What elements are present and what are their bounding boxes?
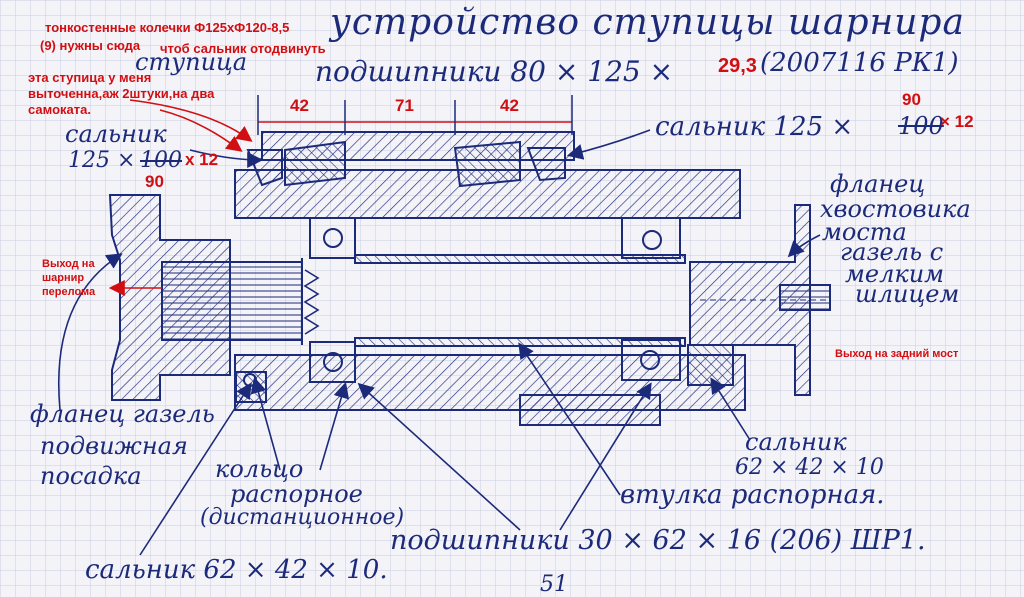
label-flange-gazel-2: подвижная xyxy=(40,432,188,460)
top-bearing-left xyxy=(284,140,346,187)
page-number: 51 xyxy=(540,572,568,597)
label-flange-gazel-3: посадка xyxy=(40,462,142,490)
label-ring-2: распорное xyxy=(230,480,363,508)
note-rings-2: (9) нужны сюда xyxy=(40,38,141,53)
left-bearing-top xyxy=(309,217,356,259)
label-seal-right: сальник 125 × xyxy=(655,112,854,142)
label-ring-1: кольцо xyxy=(215,455,304,483)
label-flange-tail-3: моста xyxy=(822,218,907,246)
label-flange-tail-4: газель с xyxy=(840,238,944,266)
drawing-title: устройство ступицы шарнира xyxy=(330,2,965,43)
dim-mid: 71 xyxy=(395,96,414,115)
label-flange-tail-6: шлицем xyxy=(855,280,960,308)
label-flange-tail-5: мелким xyxy=(845,260,945,288)
label-sleeve: втулка распорная. xyxy=(620,480,885,510)
bearing-width: 29,3 xyxy=(718,55,757,77)
left-bearing-bottom xyxy=(309,341,356,383)
seal-right-new: 90 xyxy=(902,90,921,109)
note-hub-2: выточенна,аж 2штуки,на два xyxy=(28,86,215,101)
note-rings-1: тонкостенные колечки Ф125хФ120-8,5 xyxy=(45,20,290,35)
seal-right-x: × 12 xyxy=(940,112,974,131)
note-rings-3: чтоб сальник отодвинуть xyxy=(160,41,326,56)
seal-bottom-left xyxy=(235,371,267,403)
leader-lines xyxy=(57,99,821,556)
right-bearing-bottom xyxy=(621,339,681,381)
top-bearing-right xyxy=(453,140,521,188)
label-ring-3: (дистанционное) xyxy=(200,505,405,530)
dim-left: 42 xyxy=(290,96,309,115)
exit-rear: Выход на задний мост xyxy=(835,348,959,360)
hub-bottom-step xyxy=(519,394,661,426)
label-seal-bottom-right-1: сальник xyxy=(745,428,847,456)
splined-shaft xyxy=(161,261,303,341)
dim-right: 42 xyxy=(500,96,519,115)
exit-joint-2: шарнир xyxy=(42,272,85,284)
label-bearings-bottom: подшипники 30 × 62 × 16 (206) ШР1. xyxy=(390,525,926,556)
label-seal-left-size: 125 × xyxy=(68,148,136,173)
label-seal-right-old: 100 xyxy=(898,112,944,140)
exit-joint-1: Выход на xyxy=(42,258,95,270)
label-seal-bottom-left: сальник 62 × 42 × 10. xyxy=(85,555,388,585)
seal-left-new: 90 xyxy=(145,172,164,191)
label-seal-left: сальник xyxy=(65,120,167,148)
label-bearings-top: подшипники 80 × 125 × xyxy=(315,55,674,88)
note-hub-3: самоката. xyxy=(28,102,91,117)
seal-top-right xyxy=(526,147,566,182)
exit-joint-3: перелома xyxy=(42,286,96,298)
label-flange-gazel-1: фланец газель xyxy=(30,400,215,428)
label-flange-tail-1: фланец xyxy=(830,170,926,198)
spring xyxy=(303,269,320,335)
label-seal-left-old: 100 xyxy=(140,148,182,173)
tail-shaft xyxy=(779,284,831,311)
right-bearing-top xyxy=(621,217,681,259)
label-flange-tail-2: хвостовика xyxy=(820,195,971,223)
label-seal-bottom-right-2: 62 × 42 × 10 xyxy=(735,455,884,480)
note-hub-1: эта ступица у меня xyxy=(28,70,152,85)
hub-drawing xyxy=(108,95,831,426)
seal-left-x12: x 12 xyxy=(185,150,219,169)
label-bearings-top-code: (2007116 РК1) xyxy=(760,48,959,78)
label-stupitsa: ступица xyxy=(135,48,248,76)
seal-bottom-right xyxy=(687,344,734,386)
